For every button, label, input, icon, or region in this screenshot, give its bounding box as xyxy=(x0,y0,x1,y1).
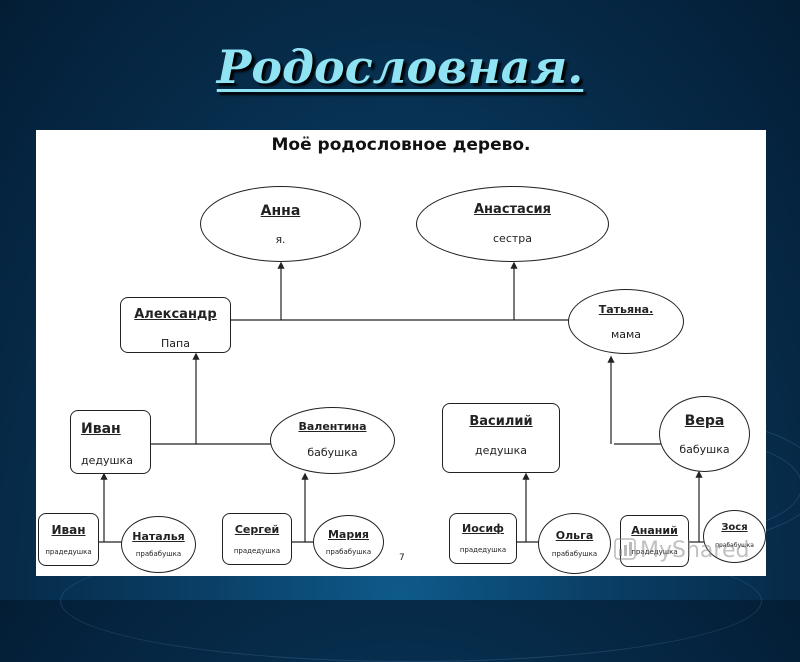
node-role: прадедушка xyxy=(459,546,507,554)
node-name: Зося xyxy=(721,522,748,533)
node-ananiy: Ананий прадедушка xyxy=(620,515,689,567)
node-role: прадедушка xyxy=(233,547,281,555)
node-anastasia: Анастасия сестра xyxy=(416,186,609,262)
connector-lines xyxy=(98,261,704,543)
myshared-logo-icon xyxy=(614,538,636,560)
node-iosif: Иосиф прадедушка xyxy=(449,513,517,564)
node-role: дедушка xyxy=(475,444,527,457)
node-ivan-greatgrandfather: Иван прадедушка xyxy=(38,513,99,566)
node-role: мама xyxy=(610,328,642,341)
node-name: Ананий xyxy=(631,524,678,537)
node-name: Александр xyxy=(134,307,217,322)
node-name: Иосиф xyxy=(462,522,504,535)
node-name: Иван xyxy=(81,421,121,437)
node-role: Папа xyxy=(161,337,190,350)
node-role: прабабушка xyxy=(551,550,598,558)
node-aleksandr: Александр Папа xyxy=(120,297,231,353)
node-role: сестра xyxy=(493,232,532,245)
node-mariya: Мария прабабушка xyxy=(313,515,384,569)
node-role: бабушка xyxy=(307,446,358,459)
node-natalya: Наталья прабабушка xyxy=(121,516,196,573)
node-role: дедушка xyxy=(81,454,133,467)
node-name: Татьяна. xyxy=(598,303,654,316)
node-name: Наталья xyxy=(132,530,185,543)
page-number: 7 xyxy=(399,553,405,563)
watermark-text: MyShared xyxy=(640,538,750,563)
node-vera: Вера бабушка xyxy=(659,396,750,472)
family-tree-diagram: Моё родословное дерево. Анна я. Анастаси… xyxy=(36,130,766,576)
node-role: бабушка xyxy=(679,443,730,456)
node-name: Анастасия xyxy=(474,202,551,217)
node-olga: Ольга прабабушка xyxy=(538,513,611,574)
node-name: Ольга xyxy=(555,529,594,542)
node-role: прадедушка xyxy=(45,548,92,556)
node-name: Вера xyxy=(684,413,725,429)
node-name: Иван xyxy=(51,523,86,537)
diagram-title: Моё родословное дерево. xyxy=(271,135,531,155)
node-name: Сергей xyxy=(234,523,280,536)
node-role: прабабушка xyxy=(325,548,372,556)
node-zosya: Зося прабабушка xyxy=(703,510,766,563)
node-role: я. xyxy=(275,233,286,246)
node-tatyana: Татьяна. мама xyxy=(568,289,684,354)
node-sergey: Сергей прадедушка xyxy=(222,513,292,565)
node-anna: Анна я. xyxy=(200,186,361,262)
node-name: Василий xyxy=(469,414,533,429)
node-vasiliy: Василий дедушка xyxy=(442,403,560,473)
node-ivan-grandfather: Иван дедушка xyxy=(70,410,151,474)
node-valentina: Валентина бабушка xyxy=(270,407,395,474)
node-role: прадедушка xyxy=(631,548,678,556)
node-role: прабабушка xyxy=(715,542,754,549)
slide-title: Родословная. xyxy=(216,40,584,94)
node-role: прабабушка xyxy=(135,550,182,558)
node-name: Анна xyxy=(260,203,301,219)
node-name: Валентина xyxy=(298,420,367,433)
node-name: Мария xyxy=(327,528,369,541)
